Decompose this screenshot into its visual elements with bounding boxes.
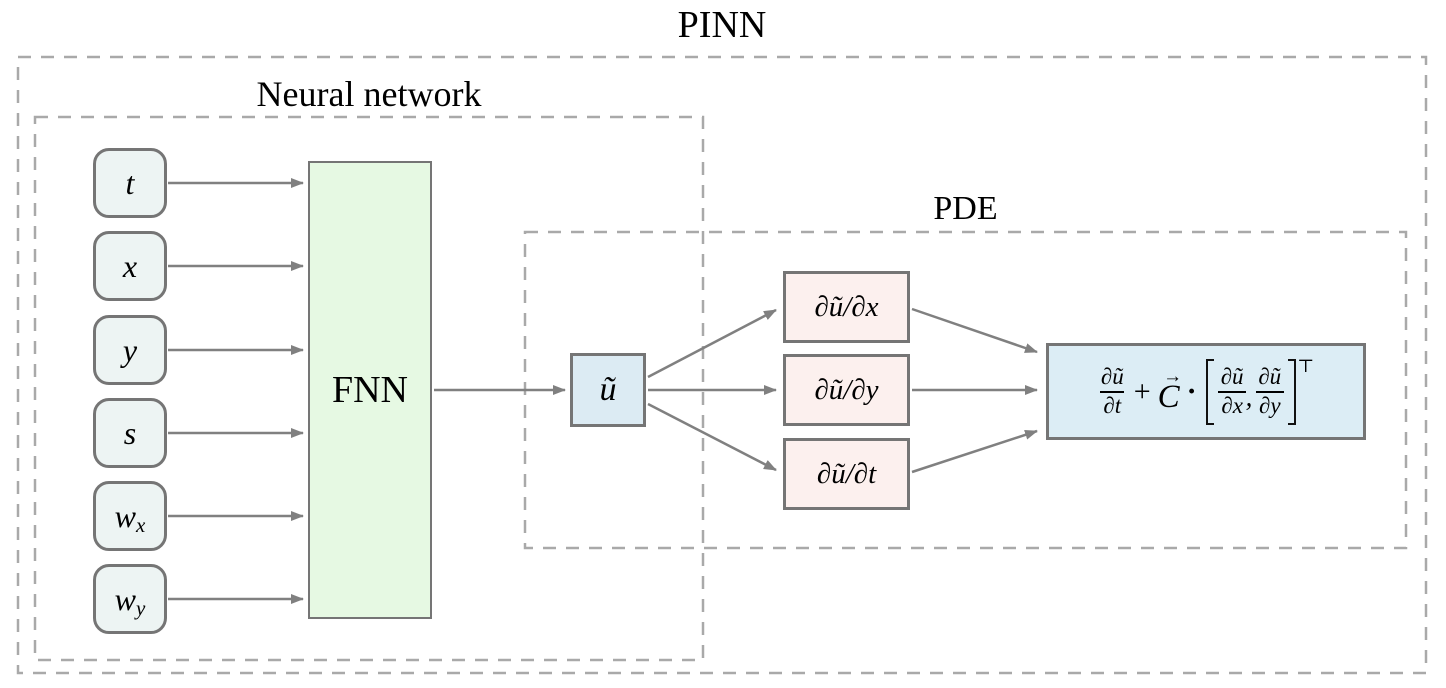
derivative-box-dudy: ∂ũ/∂y — [783, 354, 910, 426]
arrow-dudx-to-formula — [911, 307, 1038, 354]
u-output-label: ũ — [599, 371, 617, 408]
input-label-sub: y — [136, 596, 146, 620]
formula-frac-dudt: ∂ũ ∂t — [1100, 363, 1125, 418]
derivative-label: ∂ũ/∂x — [814, 290, 879, 323]
u-output-box: ũ — [570, 353, 646, 427]
derivative-label: ∂ũ/∂y — [814, 373, 879, 406]
pinn-box-label: PINN — [677, 4, 767, 46]
arrow-u-to-dudt — [647, 402, 777, 472]
velocity-vector-c: → C — [1157, 365, 1183, 415]
pde-formula: ∂ũ ∂t + → C · ∂ũ ∂x , ∂ũ ∂y ⊤ — [1098, 355, 1315, 425]
comma: , — [1245, 381, 1253, 412]
neural-network-dashed-box — [33, 115, 705, 662]
derivative-box-dudt: ∂ũ/∂t — [783, 438, 910, 510]
dot-operator: · — [1186, 374, 1197, 408]
arrow-u-to-dudx — [647, 308, 777, 379]
derivative-box-dudx: ∂ũ/∂x — [783, 271, 910, 343]
transpose-symbol: ⊤ — [1297, 355, 1315, 376]
formula-frac-dudy: ∂ũ ∂y — [1255, 364, 1284, 419]
input-label-sub: x — [136, 513, 146, 537]
formula-frac-dudx: ∂ũ ∂x — [1218, 364, 1247, 419]
input-node-x: x — [93, 231, 167, 301]
input-label: y — [122, 331, 138, 368]
plus-operator: + — [1133, 374, 1151, 408]
input-label: t — [125, 164, 135, 201]
right-bracket — [1288, 358, 1297, 425]
input-label: w — [114, 580, 136, 617]
input-node-y: y — [93, 315, 167, 385]
pde-box-label: PDE — [933, 190, 998, 227]
pde-formula-box: ∂ũ ∂t + → C · ∂ũ ∂x , ∂ũ ∂y ⊤ — [1046, 343, 1366, 440]
arrow-dudt-to-formula — [911, 429, 1038, 474]
neural-network-box-label: Neural network — [256, 74, 482, 114]
fnn-label: FNN — [331, 369, 409, 411]
fnn-box: FNN — [308, 161, 432, 619]
input-label: w — [114, 497, 136, 534]
input-node-s: s — [93, 398, 167, 468]
vector-arrow-icon: → — [1163, 365, 1183, 387]
input-label: x — [122, 247, 138, 284]
left-bracket — [1205, 358, 1214, 425]
input-node-t: t — [93, 148, 167, 218]
derivative-label: ∂ũ/∂t — [816, 457, 877, 490]
input-label: s — [123, 414, 137, 451]
